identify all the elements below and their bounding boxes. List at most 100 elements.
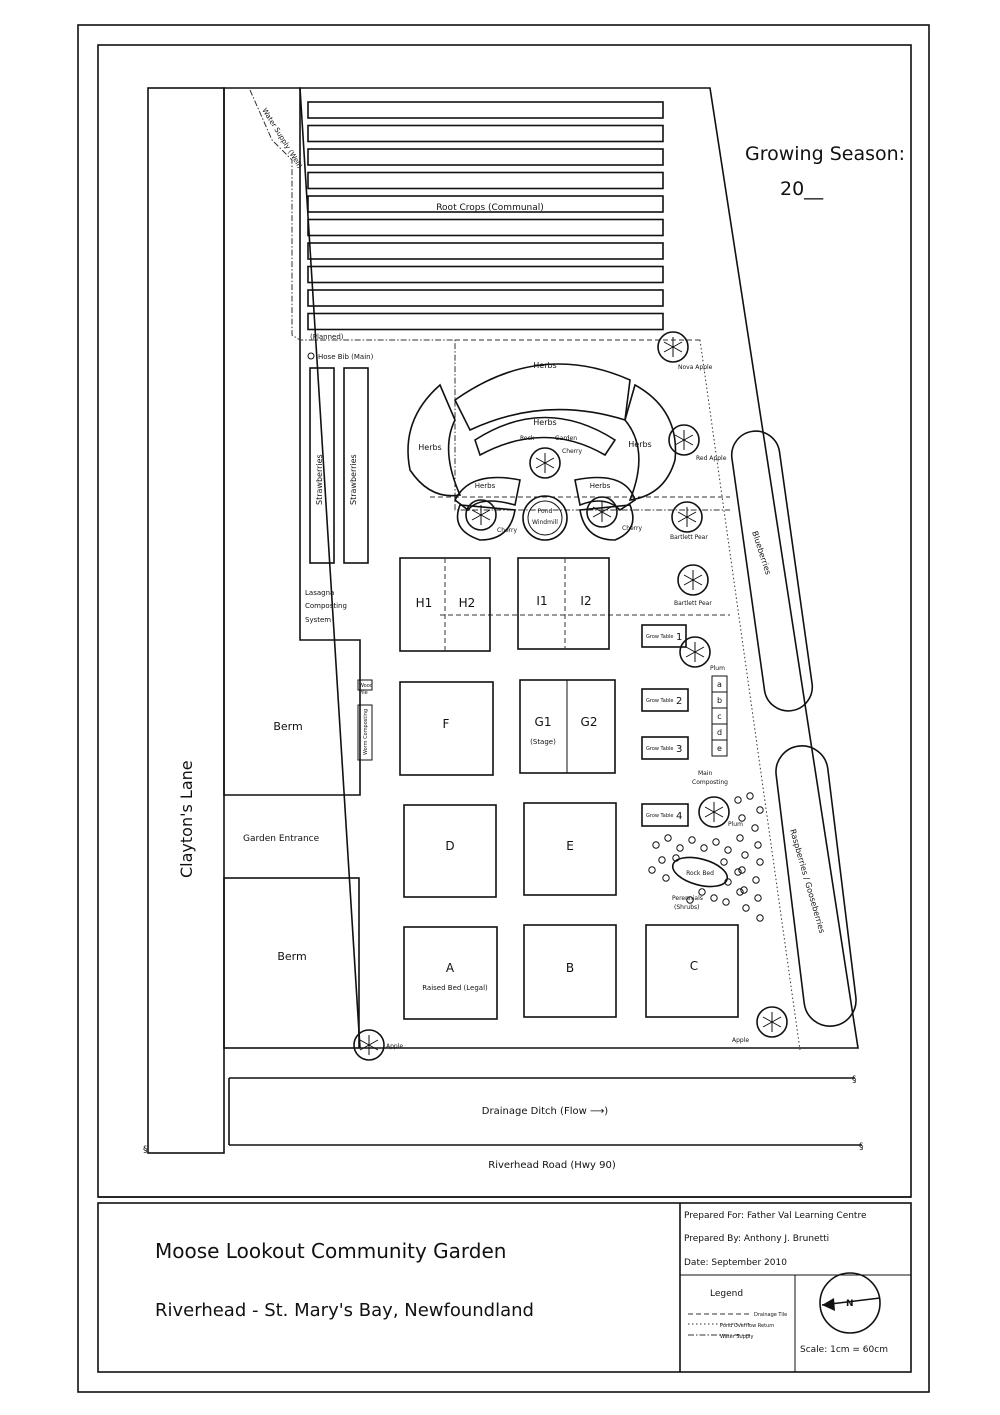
prepared-for: Prepared For: Father Val Learning Centre — [684, 1211, 867, 1221]
grow-table-3-label: Grow Table — [646, 746, 674, 752]
tree-icon — [586, 496, 618, 528]
bed-g-note: (Stage) — [530, 738, 556, 746]
strawberries-label-2: Strawberries — [349, 454, 358, 505]
tree-icon — [668, 424, 700, 456]
pond-label: Pond — [538, 508, 553, 515]
root-crop-row — [307, 148, 664, 166]
bed-d-label: D — [445, 839, 454, 853]
tree-icon — [353, 1029, 385, 1061]
tree-icon — [671, 501, 703, 533]
main-label: Main — [698, 770, 713, 777]
composting-label: Composting — [305, 602, 347, 610]
shrub-dot — [738, 866, 746, 874]
water-supply-label: Water Supply (Well) — [260, 107, 304, 170]
root-crop-row — [307, 171, 664, 190]
garden-name: Moose Lookout Community Garden — [155, 1239, 506, 1263]
bed-i — [517, 557, 610, 650]
shrub-dot — [741, 851, 749, 859]
title-block-frame — [97, 1202, 912, 1373]
shrub-dot — [740, 886, 748, 894]
herbs-label-top: Herbs — [533, 361, 556, 370]
grow-table-2-label: Grow Table — [646, 698, 674, 704]
bed-b — [523, 924, 617, 1018]
shrub-dot — [676, 844, 684, 852]
shrubs-label: (Shrubs) — [674, 904, 700, 911]
compost-bin-label: e — [717, 744, 722, 753]
riverhead-road-label: Riverhead Road (Hwy 90) — [488, 1160, 616, 1171]
cherry-bed-left — [456, 504, 516, 541]
root-crop-row — [307, 218, 664, 237]
shrub-dot — [736, 888, 744, 896]
tree-icon — [677, 564, 709, 596]
lasagna-label: Lasagna — [305, 589, 334, 597]
compost-bin-label: a — [717, 680, 722, 689]
berm-upper-label: Berm — [273, 720, 302, 733]
bed-f — [399, 681, 494, 776]
bed-a — [403, 926, 498, 1020]
plum-label-2: Plum — [728, 821, 743, 828]
shrub-dot — [648, 866, 656, 874]
compost-bin-label: b — [717, 696, 722, 705]
shrub-dot — [724, 846, 732, 854]
compost-bin-label: c — [717, 712, 721, 721]
fruit-trees — [353, 331, 788, 1061]
grow-table-4-num: 4 — [676, 811, 682, 822]
shrub-dot — [698, 888, 706, 896]
season-year: 20__ — [780, 178, 824, 200]
cherry-label-left: Cherry — [497, 527, 518, 534]
scale-label: Scale: 1cm = 60cm — [800, 1345, 888, 1355]
bed-a-label: A — [446, 961, 455, 975]
shrub-dot — [734, 796, 742, 804]
compost-bin — [711, 739, 728, 757]
herb-bed-left — [407, 383, 462, 497]
grow-table-1-label: Grow Table — [646, 634, 674, 640]
bed-g2-label: G2 — [581, 715, 598, 729]
grow-table-4 — [641, 803, 689, 827]
shrub-dot — [686, 896, 694, 904]
rock-bed-label: Rock Bed — [686, 870, 714, 877]
planned-label: (Planned) — [310, 333, 344, 341]
bed-e — [523, 802, 617, 896]
compost-bin-label: d — [717, 728, 722, 737]
herbs-label-right: Herbs — [628, 440, 651, 449]
cherry-label-center: Cherry — [562, 448, 583, 455]
shrub-dot — [754, 894, 762, 902]
shrub-dot — [700, 844, 708, 852]
pond — [522, 495, 568, 541]
road-break-symbol-2: § — [859, 1142, 864, 1152]
herb-bed-lower-left — [453, 476, 521, 512]
grow-table-3 — [641, 736, 689, 760]
strawberry-bed-2 — [343, 367, 369, 564]
garden-entrance-label: Garden Entrance — [243, 834, 320, 844]
shrub-dot — [672, 854, 680, 862]
root-crop-row — [307, 101, 664, 119]
plum-label-1: Plum — [710, 665, 725, 672]
bed-h2-label: H2 — [459, 596, 476, 610]
north-arrow-circle — [819, 1272, 881, 1334]
drainage-tile-lines — [430, 339, 730, 616]
outer-frame — [77, 24, 930, 1393]
blueberry-bed — [730, 430, 814, 712]
shrub-dot — [734, 868, 742, 876]
pond-overflow-line — [699, 339, 801, 1051]
tree-icon — [756, 1006, 788, 1038]
bartlett-pear-label-1: Bartlett Pear — [670, 534, 708, 541]
shrub-dot — [756, 806, 764, 814]
shrub-dot — [652, 841, 660, 849]
blueberries-label: Blueberries — [750, 530, 773, 576]
tree-icon — [529, 447, 561, 479]
system-label: System — [305, 616, 331, 624]
clayton-lane-label: Clayton's Lane — [177, 760, 196, 878]
shrub-dot — [754, 841, 762, 849]
garden-label: Garden — [555, 435, 577, 442]
root-crop-row — [307, 289, 664, 307]
bed-f-label: F — [443, 717, 450, 731]
herb-bed-top — [453, 363, 631, 432]
bed-b-label: B — [566, 961, 574, 975]
root-crop-rows — [307, 101, 664, 331]
compost-bins — [711, 675, 728, 757]
grow-table-1-num: 1 — [676, 632, 682, 643]
bed-e-label: E — [566, 839, 574, 853]
root-crop-row — [307, 265, 664, 284]
shrub-dot — [658, 856, 666, 864]
